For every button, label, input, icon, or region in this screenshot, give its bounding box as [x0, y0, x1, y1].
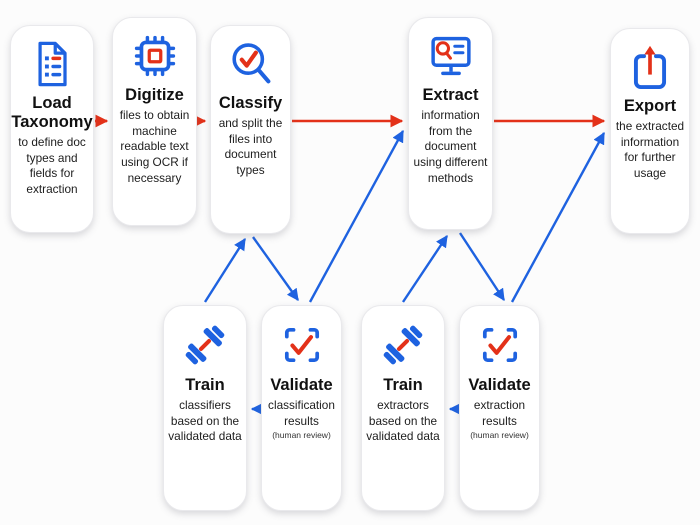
node-subtitle: extraction results: [473, 397, 526, 428]
node-validate-classification: Validate classification results (human r…: [261, 305, 342, 511]
node-load-taxonomy: Load Taxonomy to define doc types and fi…: [10, 25, 94, 233]
arrow-extract-to-validate-extraction: [458, 232, 506, 302]
node-subtitle: information from the document using diff…: [413, 107, 488, 185]
arrow-train-extractors-to-extract: [402, 235, 448, 303]
node-title: Extract: [422, 86, 479, 104]
node-validate-extraction: Validate extraction results (human revie…: [459, 305, 540, 511]
node-title: Train: [383, 376, 423, 394]
document-list-icon: [26, 38, 78, 90]
arrow-train-classifiers-to-classify: [203, 237, 247, 303]
node-title: Validate: [270, 376, 333, 394]
node-digitize: Digitize files to obtain machine readabl…: [112, 17, 197, 226]
scan-check-icon: [473, 318, 527, 372]
node-title: Classify: [218, 94, 283, 112]
node-subtitle: and split the files into document types: [218, 115, 283, 178]
node-note: (human review): [272, 430, 331, 441]
arrow-classify-to-validate-classification: [252, 236, 299, 301]
dumbbell-icon: [178, 318, 232, 372]
node-subtitle: classifiers based on the validated data: [168, 397, 242, 444]
node-subtitle: the extracted information for further us…: [615, 118, 685, 181]
node-subtitle: extractors based on the validated data: [366, 397, 440, 444]
magnifier-check-icon: [225, 38, 277, 90]
node-title: Export: [623, 97, 677, 115]
node-title: Train: [185, 376, 225, 394]
scan-check-icon: [275, 318, 329, 372]
node-subtitle: to define doc types and fields for extra…: [18, 134, 86, 196]
cpu-chip-icon: [129, 30, 181, 82]
node-subtitle: classification results: [268, 397, 335, 428]
node-export: Export the extracted information for fur…: [610, 28, 690, 234]
node-title: Load Taxonomy: [11, 94, 93, 131]
node-train-classifiers: Train classifiers based on the validated…: [163, 305, 247, 511]
arrow-validate-extraction-to-export: [510, 131, 606, 303]
share-up-arrow-icon: [624, 41, 676, 93]
node-title: Validate: [468, 376, 531, 394]
monitor-search-icon: [425, 30, 477, 82]
arrow-validate-classification-to-extract: [308, 129, 405, 303]
dumbbell-icon: [376, 318, 430, 372]
node-title: Digitize: [125, 86, 184, 104]
node-classify: Classify and split the files into docume…: [210, 25, 291, 234]
node-note: (human review): [470, 430, 529, 441]
node-extract: Extract information from the document us…: [408, 17, 493, 230]
node-train-extractors: Train extractors based on the validated …: [361, 305, 445, 511]
node-subtitle: files to obtain machine readable text us…: [119, 107, 190, 185]
